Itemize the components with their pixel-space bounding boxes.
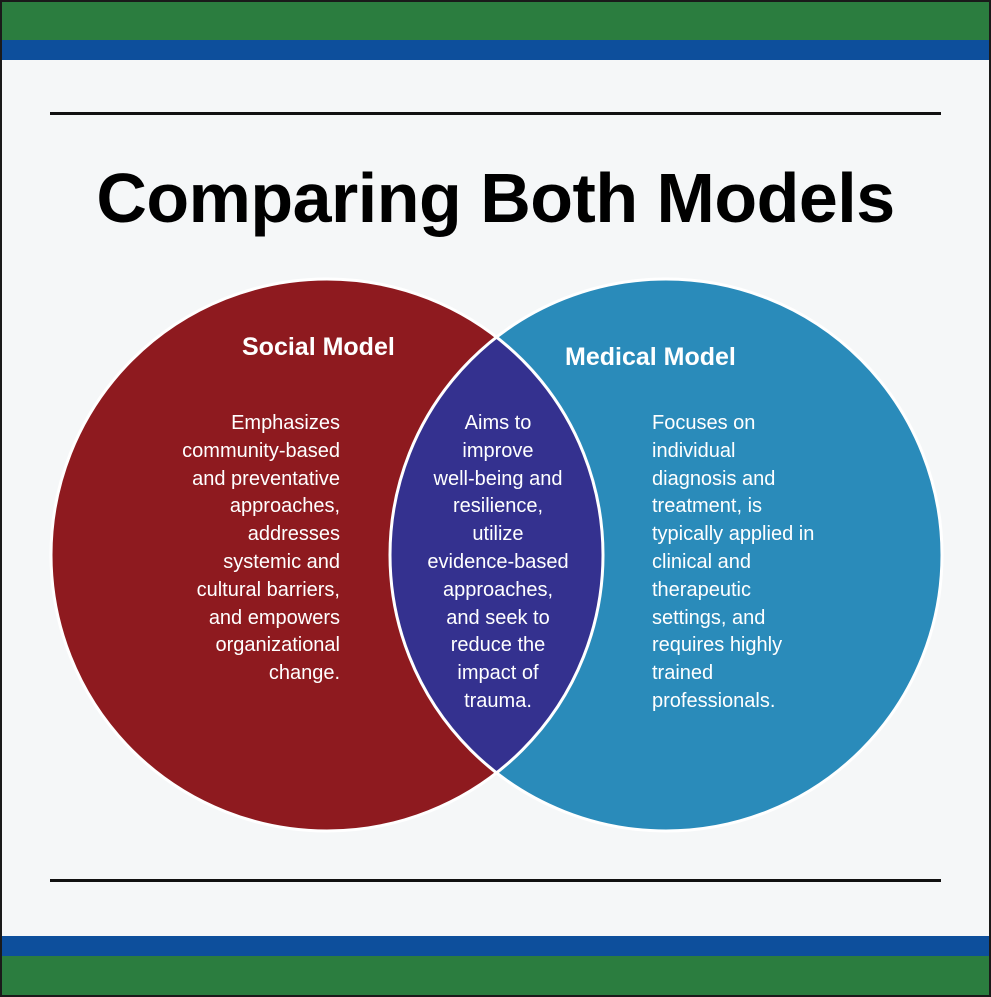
medical-model-outline [388,277,944,833]
medical-model-description: Focuses on individual diagnosis and trea… [652,412,815,712]
top-divider [50,112,941,115]
medical-model-heading: Medical Model [565,343,736,371]
bottom-green-band [2,956,989,995]
bottom-blue-band [2,936,989,956]
social-model-description: Emphasizes community-based and preventat… [182,412,340,685]
bottom-divider [50,879,941,882]
top-blue-band [2,40,989,60]
social-model-outline [49,277,605,833]
overlap-description: Aims to improve well-being and resilienc… [427,412,569,712]
overlap-region [390,279,603,831]
social-model-heading: Social Model [242,333,395,361]
page-title: Comparing Both Models [96,159,895,237]
top-green-band [2,2,989,40]
